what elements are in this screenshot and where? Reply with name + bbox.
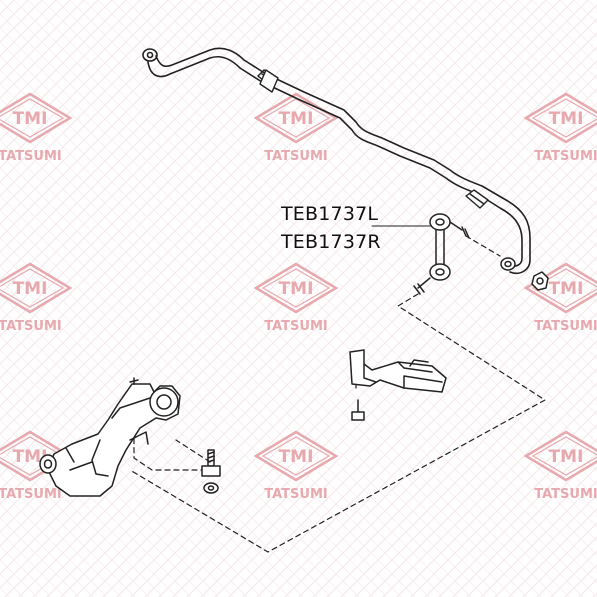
- part-number-right: TEB1737R: [281, 231, 381, 253]
- watermark-brand-text: TATSUMI: [0, 149, 62, 164]
- watermark-brand-text: TATSUMI: [264, 149, 327, 164]
- watermark-brand-text: TATSUMI: [534, 149, 597, 164]
- bar-end-nut: [500, 257, 549, 291]
- watermark-logo-text: TMI: [13, 447, 48, 467]
- tmi-watermark-logo: TMI TATSUMI: [0, 92, 73, 164]
- tmi-watermark-logo: TMI TATSUMI: [523, 262, 597, 334]
- tmi-watermark-logo: TMI TATSUMI: [0, 262, 73, 334]
- part-number-left: TEB1737L: [281, 203, 379, 225]
- lower-control-arm: [39, 377, 181, 497]
- watermark-logo-text: TMI: [549, 447, 584, 467]
- watermark-logo-text: TMI: [549, 279, 584, 299]
- bar-bushing-right: [465, 189, 489, 209]
- tmi-watermark-logo: TMI TATSUMI: [523, 92, 597, 164]
- watermark-brand-text: TATSUMI: [534, 487, 597, 502]
- bar-bracket: [349, 349, 447, 393]
- bar-bushing-left: [257, 69, 279, 93]
- tmi-watermark-logo: TMI TATSUMI: [253, 430, 339, 502]
- tmi-watermark-logo: TMI TATSUMI: [0, 430, 73, 502]
- watermark-logo-text: TMI: [279, 109, 314, 129]
- stabilizer-bar: [142, 47, 531, 275]
- watermark-logo-text: TMI: [13, 109, 48, 129]
- watermark-logo-text: TMI: [279, 447, 314, 467]
- watermark-brand-text: TATSUMI: [264, 487, 327, 502]
- watermark-logo-text: TMI: [279, 279, 314, 299]
- bracket-bolt: [351, 399, 365, 421]
- watermark-logo-text: TMI: [549, 109, 584, 129]
- watermark-brand-text: TATSUMI: [0, 487, 62, 502]
- tmi-watermark-logo: TMI TATSUMI: [253, 92, 339, 164]
- watermark-brand-text: TATSUMI: [0, 319, 62, 334]
- watermark-logo-text: TMI: [13, 279, 48, 299]
- tmi-watermark-logo: TMI TATSUMI: [523, 430, 597, 502]
- tmi-watermark-logo: TMI TATSUMI: [253, 262, 339, 334]
- control-arm-bolt: [201, 449, 221, 494]
- assembly-dashed-lines: [129, 235, 546, 553]
- watermark-brand-text: TATSUMI: [264, 319, 327, 334]
- stabilizer-link: [413, 213, 470, 295]
- watermark-brand-text: TATSUMI: [534, 319, 597, 334]
